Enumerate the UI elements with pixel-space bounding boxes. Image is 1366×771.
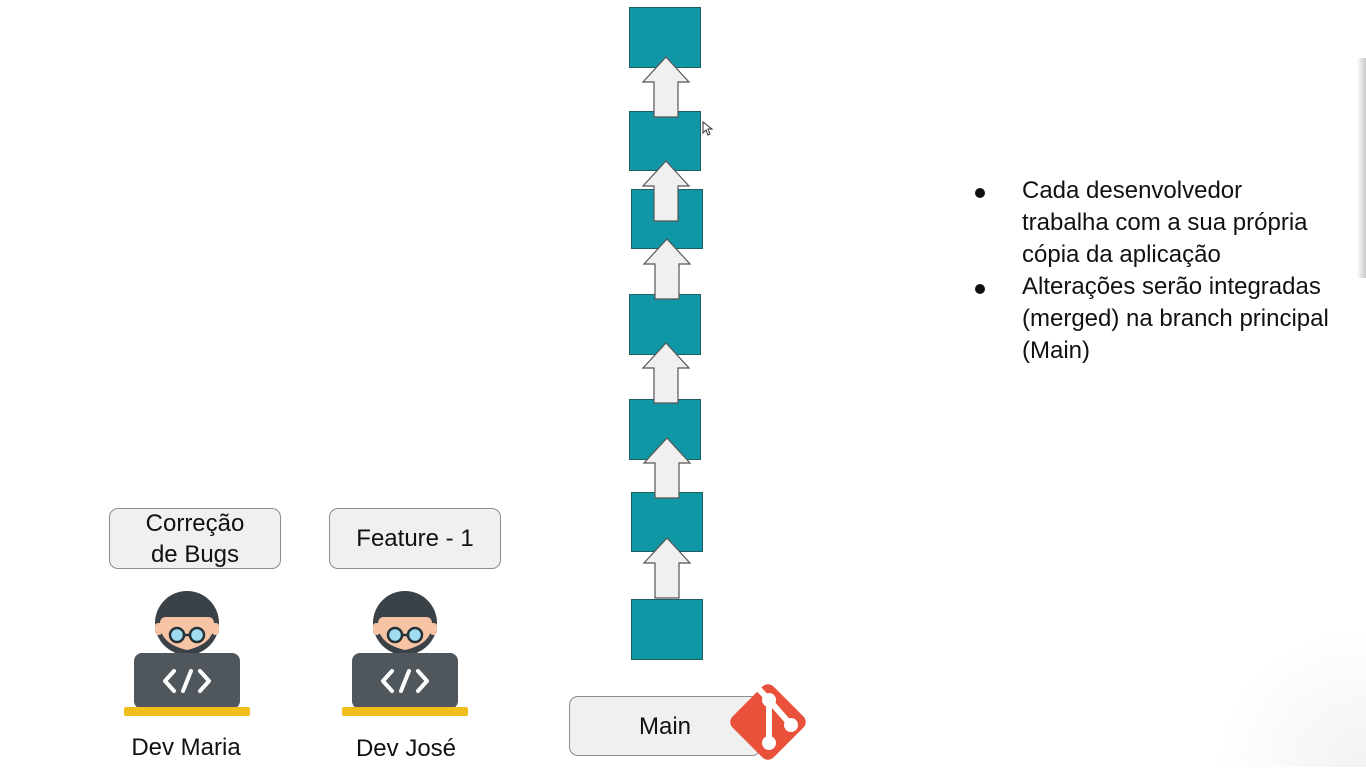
up-arrow-icon bbox=[641, 160, 691, 222]
branch-label-bugfix: Correção de Bugs bbox=[109, 508, 281, 569]
bullet-item: Alterações serão integradas (merged) na … bbox=[972, 271, 1332, 367]
main-branch-label: Main bbox=[569, 696, 761, 756]
main-label-text: Main bbox=[638, 712, 692, 740]
developer-coding-icon bbox=[342, 591, 468, 716]
up-arrow-icon bbox=[641, 56, 691, 118]
bullet-item: Cada desenvolvedor trabalha com a sua pr… bbox=[972, 175, 1332, 271]
up-arrow-icon bbox=[642, 537, 692, 599]
window-edge-shadow bbox=[1357, 58, 1366, 278]
commit-box bbox=[629, 111, 701, 171]
commit-box bbox=[631, 599, 703, 660]
developer-name: Dev Maria bbox=[131, 734, 241, 761]
developer-name: Dev José bbox=[355, 735, 457, 762]
up-arrow-icon bbox=[641, 342, 691, 404]
mouse-cursor-icon bbox=[702, 121, 714, 136]
branch-label-line: de Bugs bbox=[150, 540, 240, 568]
git-logo-icon bbox=[730, 682, 806, 760]
bullet-list: Cada desenvolvedor trabalha com a sua pr… bbox=[972, 175, 1332, 367]
up-arrow-icon bbox=[642, 437, 692, 499]
background-glow bbox=[1216, 627, 1366, 767]
branch-label-feature: Feature - 1 bbox=[329, 508, 501, 569]
branch-label-line: Feature - 1 bbox=[356, 525, 474, 552]
developer-coding-icon bbox=[124, 591, 250, 716]
branch-label-line: Correção bbox=[145, 509, 245, 537]
up-arrow-icon bbox=[642, 238, 692, 300]
